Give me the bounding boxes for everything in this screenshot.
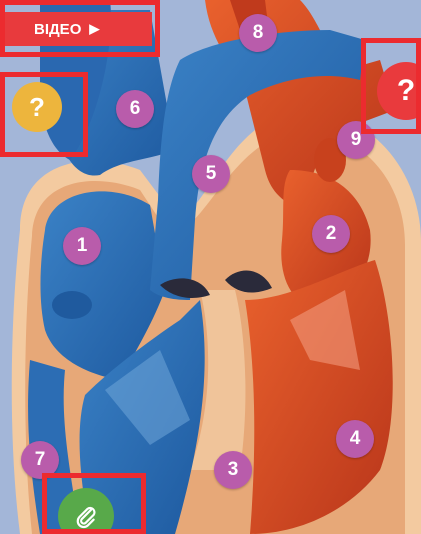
marker-8[interactable]: 8 bbox=[239, 14, 277, 52]
highlight-frame-video bbox=[0, 0, 160, 57]
highlight-frame-help-left bbox=[0, 72, 88, 157]
highlight-frame-attach bbox=[42, 473, 146, 534]
marker-6[interactable]: 6 bbox=[116, 90, 154, 128]
marker-2[interactable]: 2 bbox=[312, 215, 350, 253]
marker-4[interactable]: 4 bbox=[336, 420, 374, 458]
marker-1[interactable]: 1 bbox=[63, 227, 101, 265]
marker-5[interactable]: 5 bbox=[192, 155, 230, 193]
marker-3[interactable]: 3 bbox=[214, 451, 252, 489]
vessel-opening bbox=[52, 291, 92, 319]
highlight-frame-help-right bbox=[361, 38, 421, 134]
